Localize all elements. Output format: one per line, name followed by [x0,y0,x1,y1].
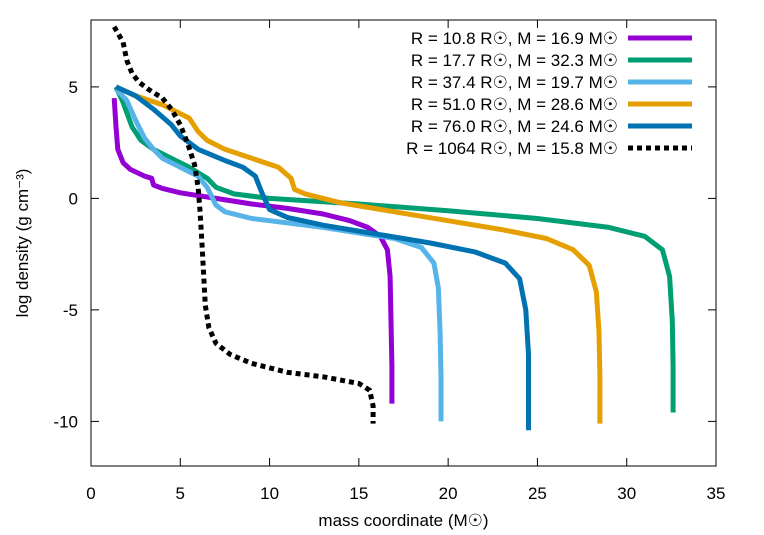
legend-label: R = 37.4 R☉, M = 19.7 M☉ [411,73,618,92]
x-tick-label: 15 [349,484,368,503]
x-tick-label: 10 [260,484,279,503]
legend-label: R = 17.7 R☉, M = 32.3 M☉ [411,51,618,70]
legend-label: R = 76.0 R☉, M = 24.6 M☉ [411,117,618,136]
series-line-4 [114,84,603,424]
y-tick-label: -5 [63,301,78,320]
x-tick-label: 5 [176,484,185,503]
x-axis-title: mass coordinate (M☉) [318,511,488,530]
x-tick-label: 25 [528,484,547,503]
axis-ticks: 0 5 10 15 20 25 30 35 5 0 -5 -10 [53,20,725,503]
y-axis-title: log density (g cm⁻³) [13,169,32,318]
legend: R = 10.8 R☉, M = 16.9 M☉ R = 17.7 R☉, M =… [406,29,692,158]
x-tick-label: 0 [86,484,95,503]
x-tick-label: 30 [617,484,636,503]
x-tick-label: 20 [439,484,458,503]
y-tick-label: 5 [69,78,78,97]
x-tick-label: 35 [707,484,726,503]
series-line-6 [112,25,376,424]
y-tick-label: 0 [69,189,78,208]
series-line-3 [114,87,444,422]
series-line-2 [113,85,676,413]
legend-label: R = 51.0 R☉, M = 28.6 M☉ [411,95,618,114]
series-line-5 [114,84,531,431]
legend-label: R = 1064 R☉, M = 15.8 M☉ [406,139,618,158]
plot-frame [90,19,717,467]
legend-label: R = 10.8 R☉, M = 16.9 M☉ [411,29,618,48]
series-lines [111,25,676,431]
y-tick-label: -10 [53,412,78,431]
series-line-1 [111,97,395,404]
